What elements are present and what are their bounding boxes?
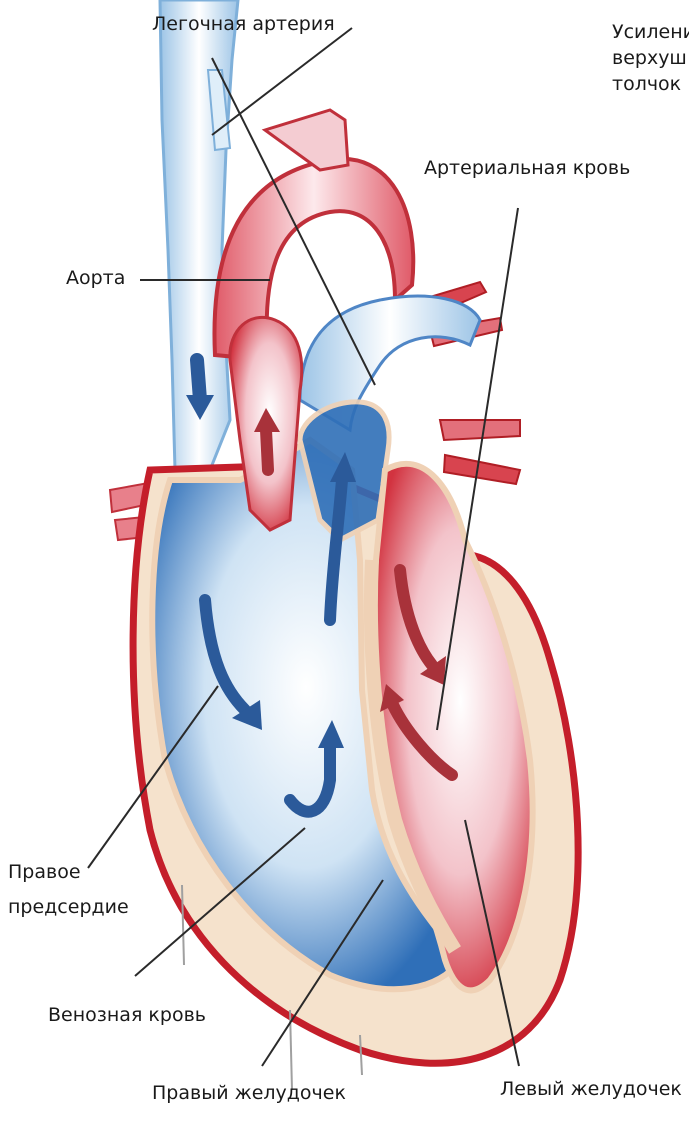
label-right-atrium-line1: Правое: [8, 860, 81, 884]
label-apex-line1: Усилени: [612, 20, 689, 44]
label-left-ventricle: Левый желудочек: [500, 1077, 682, 1101]
label-pulmonary-artery: Легочная артерия: [152, 12, 335, 36]
label-apex-line2: верхуш: [612, 46, 687, 70]
label-arterial-blood: Артериальная кровь: [424, 156, 630, 180]
label-apex-line3: толчок: [612, 72, 681, 96]
label-venous-blood: Венозная кровь: [48, 1003, 206, 1027]
label-right-ventricle: Правый желудочек: [152, 1081, 346, 1105]
label-aorta: Аорта: [66, 266, 125, 290]
label-right-atrium-line2: предсердие: [8, 895, 129, 919]
